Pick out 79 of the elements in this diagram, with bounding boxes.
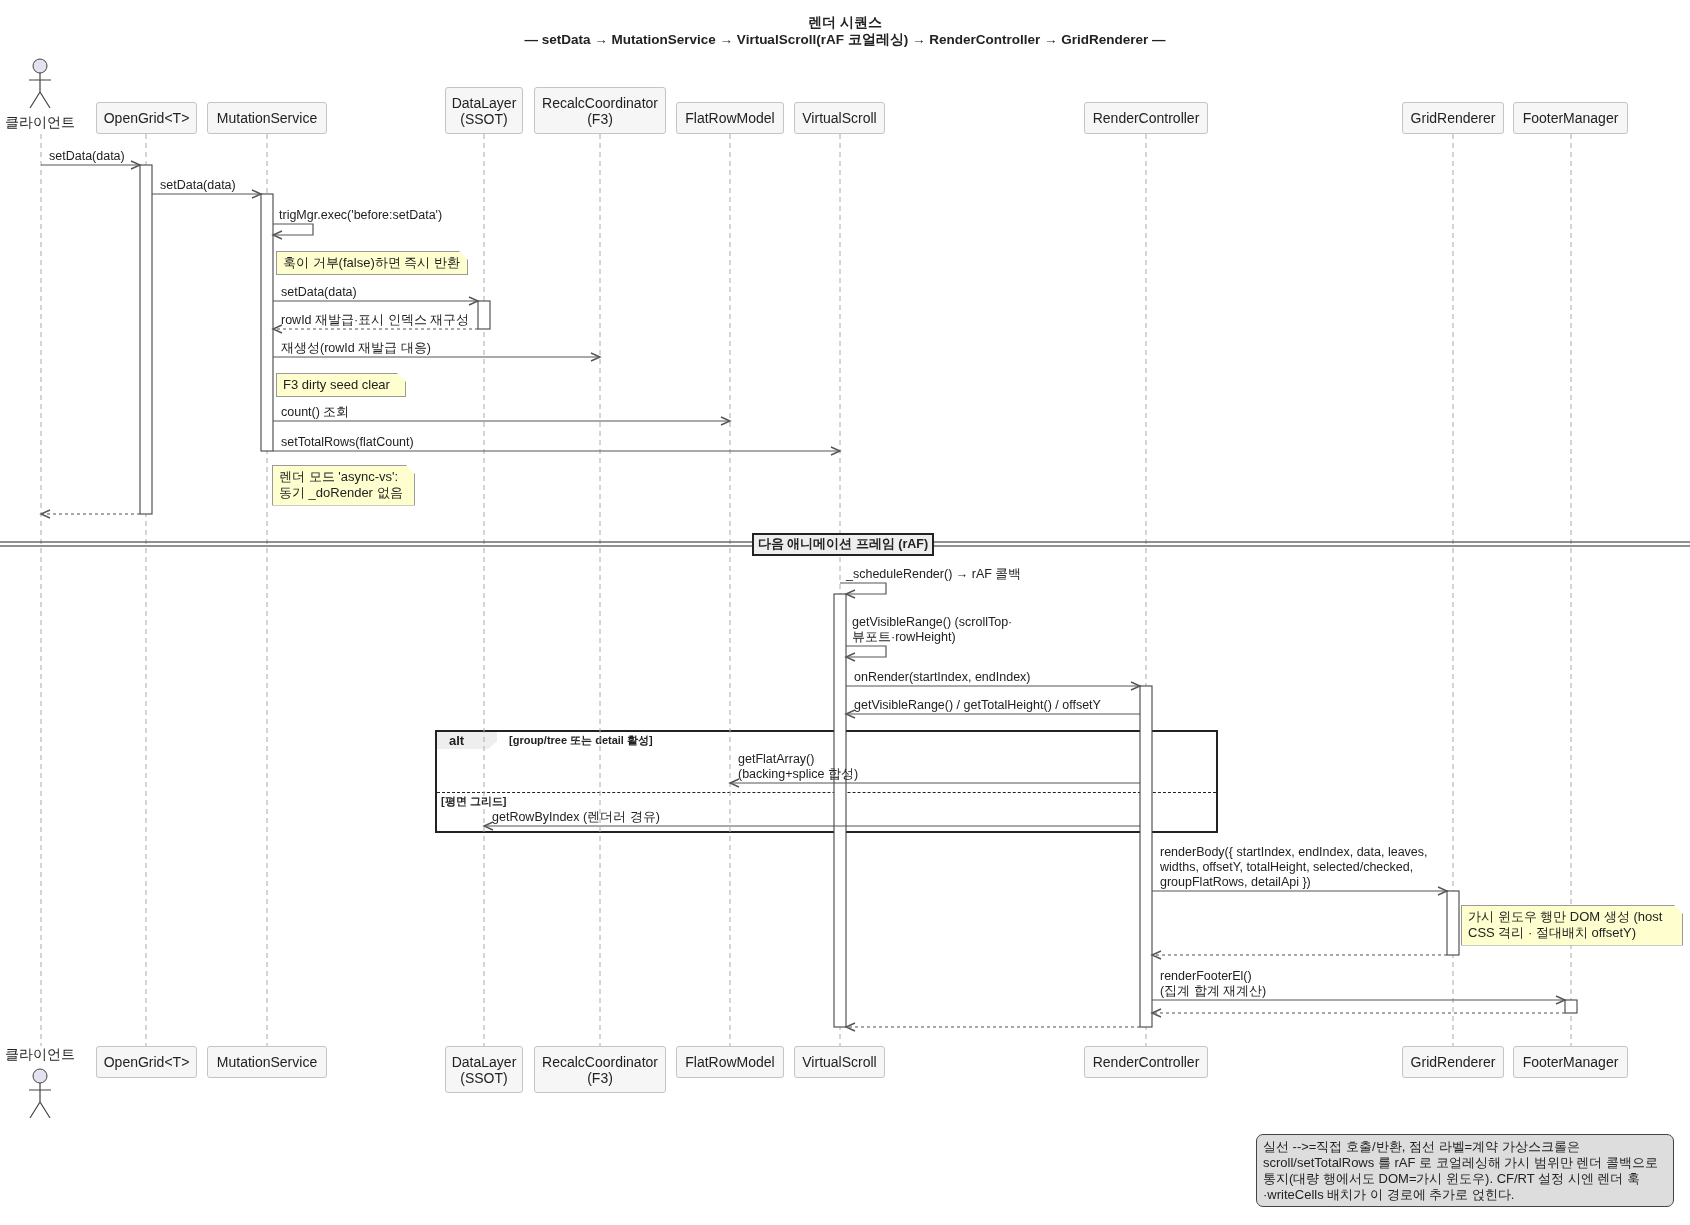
- participant-header: RenderController: [1084, 1046, 1208, 1078]
- message-arrow: [272, 223, 314, 240]
- participant-header: MutationService: [207, 102, 327, 134]
- participant-header: VirtualScroll: [794, 1046, 885, 1078]
- edge-label: rowId 재발급·표시 인덱스 재구성: [281, 313, 470, 328]
- lifeline: [483, 133, 485, 1047]
- message-arrow: [839, 582, 887, 599]
- participant-header: VirtualScroll: [794, 102, 885, 134]
- divider-label: 다음 애니메이션 프레임 (rAF): [752, 533, 934, 556]
- edge-label: renderBody({ startIndex, endIndex, data, leaves, widths, offsetY, totalHeight, selected/checked, groupFlatRows, detailApi }): [1160, 845, 1429, 890]
- message-arrow: [845, 645, 887, 662]
- edge-label: setTotalRows(flatCount): [281, 435, 414, 450]
- message-arrow: [40, 509, 141, 519]
- participant-header: RenderController: [1084, 102, 1208, 134]
- lifeline: [599, 133, 601, 1047]
- message-arrow: [272, 352, 601, 362]
- participant-header: FlatRowModel: [676, 102, 784, 134]
- participant-header: FooterManager: [1513, 102, 1628, 134]
- actor-name: 클라이언트: [4, 1046, 76, 1064]
- activation-bar: [260, 193, 274, 452]
- lifeline: [1570, 133, 1572, 1047]
- activation-bar: [1139, 685, 1153, 1028]
- message-arrow: [845, 1022, 1141, 1032]
- note: 훅이 거부(false)하면 즉시 반환: [276, 251, 468, 276]
- edge-label: 재생성(rowId 재발급 대응): [281, 341, 431, 356]
- lifeline: [729, 133, 731, 1047]
- edge-label: getVisibleRange() / getTotalHeight() / offsetY: [854, 698, 1101, 713]
- message-arrow: [40, 160, 141, 170]
- participant-header: DataLayer (SSOT): [445, 87, 523, 134]
- participant-header: OpenGrid<T>: [96, 1046, 197, 1078]
- message-arrow: [845, 681, 1141, 691]
- participant-header: RecalcCoordinator (F3): [534, 87, 666, 134]
- participant-header: GridRenderer: [1402, 102, 1504, 134]
- message-arrow: [1151, 1008, 1566, 1018]
- note: 렌더 모드 'async-vs': 동기 _doRender 없음: [272, 465, 415, 506]
- message-arrow: [272, 324, 479, 334]
- note: 가시 윈도우 행만 DOM 생성 (host CSS 격리 · 절대배치 offsetY): [1461, 905, 1683, 946]
- edge-label: getRowByIndex (렌더러 경유): [492, 810, 660, 825]
- fragment-tag: alt: [437, 732, 497, 749]
- guard-condition: [group/tree 또는 detail 활성]: [509, 733, 653, 748]
- participant-header: FooterManager: [1513, 1046, 1628, 1078]
- message-arrow: [1151, 886, 1448, 896]
- edge-label: setData(data): [49, 149, 125, 164]
- lifeline: [1452, 133, 1454, 1047]
- activation-bar: [1446, 890, 1460, 956]
- actor-name: 클라이언트: [4, 114, 76, 132]
- participant-header: MutationService: [207, 1046, 327, 1078]
- activation-bar: [1564, 999, 1578, 1014]
- subtitle: — setData → MutationService → VirtualScroll(rAF 코얼레싱) → RenderController → GridRenderer —: [523, 31, 1167, 49]
- edge-label: count() 조회: [281, 405, 350, 420]
- edge-label: renderFooterEl() (집계 합계 재계산): [1160, 969, 1268, 999]
- message-arrow: [483, 821, 1141, 831]
- message-arrow: [272, 416, 731, 426]
- message-arrow: [272, 446, 841, 456]
- message-arrow: [272, 296, 479, 306]
- edge-label: getFlatArray() (backing+splice 합성): [738, 752, 860, 782]
- participant-header: RecalcCoordinator (F3): [534, 1046, 666, 1093]
- guard-condition: [평면 그리드]: [441, 794, 507, 809]
- edge-label: getVisibleRange() (scrollTop·뷰포트·rowHeight): [852, 615, 1014, 645]
- edge-label: setData(data): [160, 178, 236, 193]
- activation-bar: [477, 300, 491, 330]
- message-arrow: [1151, 950, 1448, 960]
- edge-label: _scheduleRender() → rAF 콜백: [846, 567, 1022, 582]
- participant-header: GridRenderer: [1402, 1046, 1504, 1078]
- edge-label: onRender(startIndex, endIndex): [854, 670, 1031, 685]
- note: 실선 -->=직접 호출/반환, 점선 라벨=계약 가상스크롤은 scroll/setTotalRows 를 rAF 로 코얼레싱해 가시 범위만 렌더 콜백으로 통지(대량 행에서도 DOM=가시 윈도우). CF/RT 설정 시엔 렌더 훅·writeCells 배치가 이 경로에 추가로 얹힌다.: [1256, 1134, 1674, 1208]
- participant-header: DataLayer (SSOT): [445, 1046, 523, 1093]
- message-arrow: [845, 709, 1141, 719]
- message-arrow: [151, 189, 262, 199]
- participant-header: OpenGrid<T>: [96, 102, 197, 134]
- participant-header: FlatRowModel: [676, 1046, 784, 1078]
- edge-label: setData(data): [281, 285, 357, 300]
- message-arrow: [729, 778, 1141, 788]
- activation-bar: [139, 164, 153, 515]
- diagram-title: 렌더 시퀀스: [807, 14, 883, 32]
- edge-label: trigMgr.exec('before:setData'): [279, 208, 443, 223]
- lifeline: [40, 133, 42, 1047]
- message-arrow: [1151, 995, 1566, 1005]
- note: F3 dirty seed clear: [276, 373, 406, 398]
